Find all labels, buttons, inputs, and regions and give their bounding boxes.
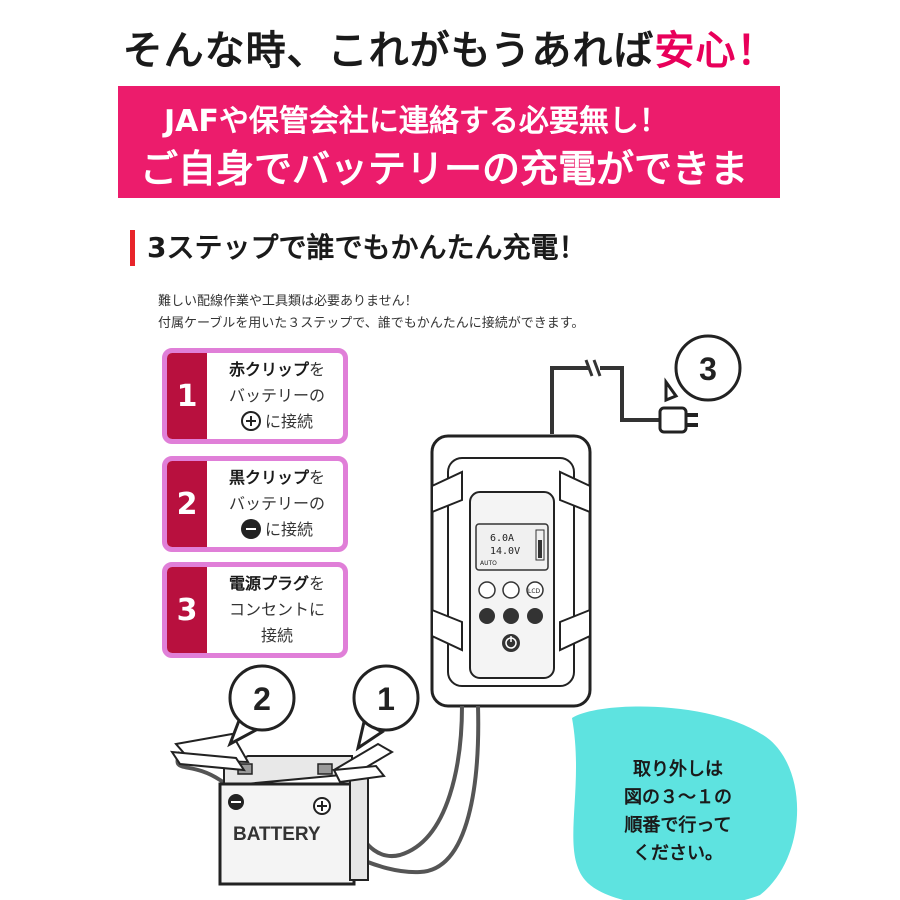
output-cable-black [175, 705, 481, 875]
step-number: 2 [167, 461, 207, 547]
charger-body [430, 434, 592, 708]
step-text: 赤クリップを バッテリーの に接続 [213, 357, 341, 435]
callout-number-2: 2 [253, 681, 271, 717]
display-voltage: 14.0V [490, 546, 520, 557]
step-line3: 接続 [260, 626, 293, 645]
note-line: 図の３～１の [624, 787, 732, 808]
step-line3: に接続 [264, 412, 313, 431]
note-line: 取り外しは [633, 759, 723, 780]
callout-bubble-1 [352, 664, 420, 752]
step-card-2: 2 黒クリップを バッテリーの に接続 [162, 456, 348, 552]
red-clip-icon [332, 742, 394, 784]
step-line2: バッテリーの [228, 386, 325, 405]
power-cable [550, 366, 660, 434]
step-bold-label: 赤クリップ [228, 360, 309, 379]
note-line: 順番で行って [624, 815, 732, 836]
step-bold-label: 黒クリップ [228, 468, 309, 487]
step-card-3: 3 電源プラグを コンセントに 接続 [162, 562, 348, 658]
step-number: 3 [167, 567, 207, 653]
step-text: 電源プラグを コンセントに 接続 [213, 571, 341, 649]
pink-banner: JAFや保管会社に連絡する必要無し！ ご自身でバッテリーの充電ができます [118, 86, 780, 246]
headline-text: そんな時、これがもうあれば [122, 28, 655, 74]
note-line: ください。 [633, 843, 723, 864]
step-bold-label: 電源プラグ [228, 574, 309, 593]
banner-line2: ご自身でバッテリーの充電ができます [140, 147, 749, 246]
callout-number-3: 3 [699, 351, 717, 387]
removal-note: 取り外しは 図の３～１の 順番で行って ください。 [578, 728, 778, 898]
step-number: 1 [167, 353, 207, 439]
display-mode: AUTO [480, 560, 497, 567]
section-title: 3ステップで誰でもかんたん充電！ [130, 230, 586, 266]
headline-accent: 安心！ [654, 28, 778, 74]
display-current: 6.0A [490, 533, 514, 544]
battery-label: BATTERY [233, 824, 321, 845]
callout-number-1: 1 [377, 681, 395, 717]
step-line2: コンセントに [228, 600, 325, 619]
headline: そんな時、これがもうあれば安心！ [0, 18, 900, 76]
description-line1: 難しい配線作業や工具類は必要ありません！ [158, 294, 418, 309]
step-suffix: を [309, 468, 326, 487]
step-suffix: を [309, 574, 326, 593]
plus-icon [240, 411, 261, 431]
callout-bubble-3 [664, 334, 742, 403]
banner-line1: JAFや保管会社に連絡する必要無し！ [164, 104, 669, 139]
description-line2: 付属ケーブルを用いた３ステップで、誰でもかんたんに接続ができます。 [158, 316, 585, 331]
teal-blob [572, 706, 798, 900]
lcd-button-label: LCD [528, 588, 541, 595]
power-plug-icon [658, 406, 698, 434]
callout-bubble-2 [227, 664, 296, 748]
minus-icon [240, 519, 261, 539]
step-line2: バッテリーの [228, 494, 325, 513]
step-line3: に接続 [264, 520, 313, 539]
step-text: 黒クリップを バッテリーの に接続 [213, 465, 341, 543]
step-card-1: 1 赤クリップを バッテリーの に接続 [162, 348, 348, 444]
step-suffix: を [309, 360, 326, 379]
